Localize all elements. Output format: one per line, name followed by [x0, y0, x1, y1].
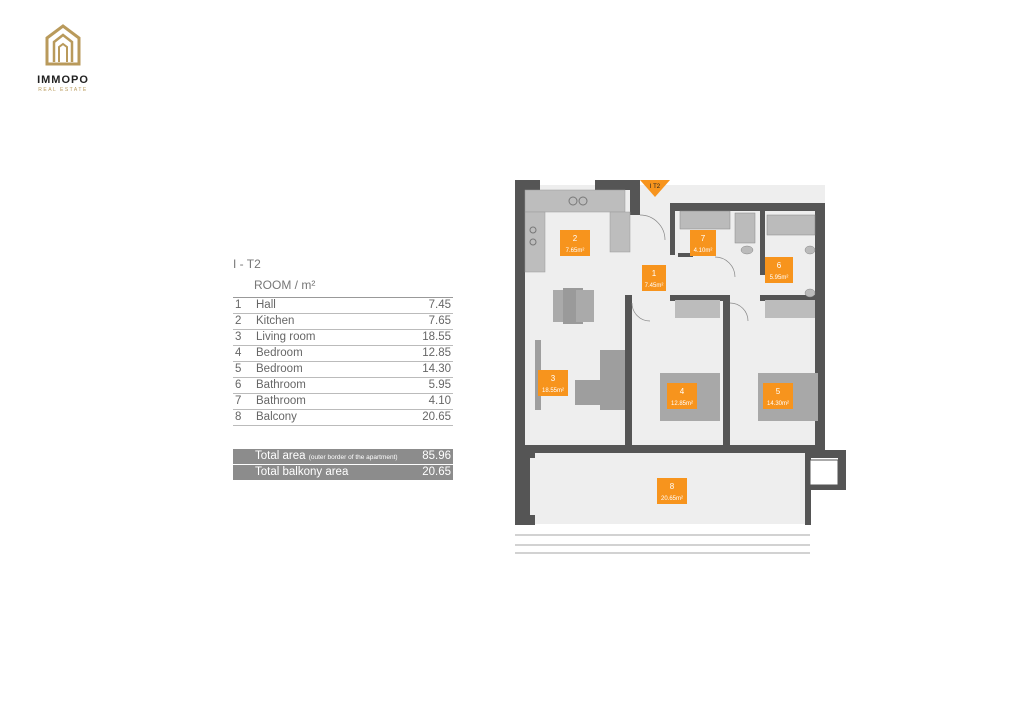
room-tag: 7 4.10m² — [690, 230, 716, 256]
total-area-label: Total area — [255, 450, 306, 462]
room-row: 2 Kitchen 7.65 — [233, 314, 453, 330]
room-name: Kitchen — [256, 315, 295, 327]
room-number: 1 — [235, 299, 242, 311]
balcony-area-row: Total balkony area 20.65 — [233, 465, 453, 480]
room-tag-area: 12.85m² — [671, 401, 693, 407]
room-tag-number: 2 — [573, 234, 578, 243]
room-row: 7 Bathroom 4.10 — [233, 394, 453, 410]
room-area: 14.30 — [422, 363, 451, 375]
room-number: 3 — [235, 331, 242, 343]
entrance-label: I T2 — [650, 184, 661, 190]
room-area: 7.45 — [428, 299, 451, 311]
room-number: 4 — [235, 347, 242, 359]
room-tag: 6 5.95m² — [765, 257, 793, 283]
room-tag-area: 18.55m² — [542, 388, 564, 394]
totals: Total area (outer border of the apartmen… — [233, 449, 453, 481]
balcony-area-value: 20.65 — [422, 466, 451, 478]
room-number: 2 — [235, 315, 242, 327]
room-area: 12.85 — [422, 347, 451, 359]
room-tag-area: 20.65m² — [661, 496, 683, 502]
room-tag-number: 5 — [776, 387, 781, 396]
room-tag-number: 8 — [670, 482, 675, 491]
room-name: Living room — [256, 331, 316, 343]
room-tag-number: 3 — [551, 374, 556, 383]
room-tag: 2 7.65m² — [560, 230, 590, 256]
room-number: 7 — [235, 395, 242, 407]
room-list: 1 Hall 7.45 2 Kitchen 7.65 3 Living room… — [233, 297, 453, 426]
brand-subtitle: REAL ESTATE — [38, 87, 88, 93]
brand-logo: IMMOPO REAL ESTATE — [28, 22, 98, 93]
room-tag-number: 6 — [777, 261, 782, 270]
room-number: 6 — [235, 379, 242, 391]
room-tag: 5 14.30m² — [763, 383, 793, 409]
total-area-note: (outer border of the apartment) — [308, 454, 398, 461]
room-tag-number: 1 — [652, 269, 657, 278]
room-number: 5 — [235, 363, 242, 375]
total-area-value: 85.96 — [422, 450, 451, 462]
total-area-row: Total area (outer border of the apartmen… — [233, 449, 453, 464]
room-number: 8 — [235, 411, 242, 423]
room-area: 5.95 — [428, 379, 451, 391]
balcony-area-label: Total balkony area — [255, 466, 349, 478]
room-name: Bathroom — [256, 395, 306, 407]
room-tag: 8 20.65m² — [657, 478, 687, 504]
room-header: ROOM / m² — [254, 278, 316, 292]
room-row: 1 Hall 7.45 — [233, 298, 453, 314]
unit-code: I - T2 — [233, 257, 261, 271]
room-tag-area: 7.65m² — [566, 248, 585, 254]
room-name: Bathroom — [256, 379, 306, 391]
room-row: 8 Balcony 20.65 — [233, 410, 453, 426]
room-area: 20.65 — [422, 411, 451, 423]
room-area: 4.10 — [428, 395, 451, 407]
floor-plan: I T2 1 7.45m² 2 7.65m² 3 18.55m² 4 12.85… — [505, 175, 855, 560]
room-tag-area: 5.95m² — [770, 275, 789, 281]
room-row: 4 Bedroom 12.85 — [233, 346, 453, 362]
room-tag: 4 12.85m² — [667, 383, 697, 409]
room-tag-number: 4 — [680, 387, 685, 396]
room-tag-area: 7.45m² — [645, 283, 664, 289]
room-tag-area: 14.30m² — [767, 401, 789, 407]
room-tag: 3 18.55m² — [538, 370, 568, 396]
room-row: 6 Bathroom 5.95 — [233, 378, 453, 394]
room-tag-area: 4.10m² — [694, 248, 713, 254]
floor-plan-drawing: I T2 1 7.45m² 2 7.65m² 3 18.55m² 4 12.85… — [515, 180, 846, 554]
room-name: Bedroom — [256, 347, 303, 359]
room-area: 7.65 — [428, 315, 451, 327]
room-name: Hall — [256, 299, 276, 311]
brand-name: IMMOPO — [37, 74, 89, 86]
room-name: Bedroom — [256, 363, 303, 375]
room-name: Balcony — [256, 411, 297, 423]
room-tag: 1 7.45m² — [642, 265, 666, 291]
room-row: 5 Bedroom 14.30 — [233, 362, 453, 378]
entrance-marker — [640, 180, 670, 197]
room-row: 3 Living room 18.55 — [233, 330, 453, 346]
house-logo-icon — [45, 24, 81, 66]
room-area: 18.55 — [422, 331, 451, 343]
room-tag-number: 7 — [701, 234, 706, 243]
